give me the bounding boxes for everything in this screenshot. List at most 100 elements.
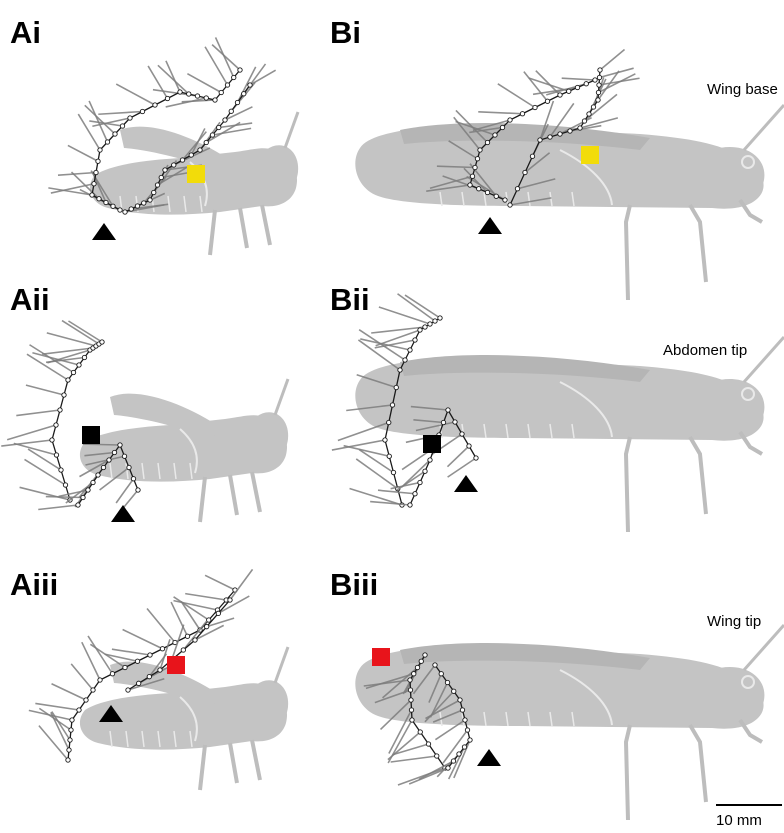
trajectory-point <box>410 718 414 722</box>
antenna <box>744 105 784 150</box>
force-vector <box>85 105 115 134</box>
force-vector <box>47 333 96 346</box>
trajectory-point <box>423 653 427 657</box>
reference-triangle <box>477 749 501 766</box>
trajectory-point <box>165 96 169 100</box>
force-vector <box>600 68 634 77</box>
trajectory-point <box>112 450 116 454</box>
trajectory-point <box>198 148 202 152</box>
trajectory-point <box>126 688 130 692</box>
trajectory-point <box>398 368 402 372</box>
trajectory-point <box>418 730 422 734</box>
trajectory-point <box>96 159 100 163</box>
trajectory-point <box>100 340 104 344</box>
trajectory-point <box>446 408 450 412</box>
trajectory-point <box>136 681 140 685</box>
trajectory-point <box>418 480 422 484</box>
trajectory-point <box>242 92 246 96</box>
trajectory-point <box>435 754 439 758</box>
trajectory-point <box>84 698 88 702</box>
trajectory-point <box>91 480 95 484</box>
leg <box>200 745 205 790</box>
trajectory-point <box>216 611 220 615</box>
grasshopper-body <box>90 112 298 255</box>
trajectory-point <box>67 748 71 752</box>
head <box>712 667 764 720</box>
head <box>712 379 764 432</box>
force-vector <box>173 601 217 610</box>
trajectory-point <box>468 183 472 187</box>
force-vector <box>398 294 435 321</box>
leg <box>230 475 237 515</box>
landmark-square-black <box>423 435 441 453</box>
trajectory-point <box>587 112 591 116</box>
trajectory-point <box>187 92 191 96</box>
panel-label-aii: Aii <box>10 282 50 317</box>
trajectory-point <box>118 443 122 447</box>
trajectory-point <box>58 408 62 412</box>
force-vector <box>562 78 595 80</box>
leg <box>230 743 237 783</box>
trajectory-point <box>494 194 498 198</box>
trajectory-point <box>503 198 507 202</box>
trajectory-point <box>558 93 562 97</box>
row-label-abdomen-tip: Abdomen tip <box>663 342 747 359</box>
trajectory-point <box>493 133 497 137</box>
force-vector <box>112 649 150 655</box>
trajectory-point <box>77 708 81 712</box>
head <box>712 147 764 200</box>
trajectory-point <box>446 766 450 770</box>
hind-leg <box>626 437 630 532</box>
antenna <box>285 112 298 148</box>
trajectory-point <box>533 105 537 109</box>
trajectory-point <box>135 659 139 663</box>
trajectory-point <box>178 90 182 94</box>
trajectory-point <box>433 663 437 667</box>
scale-bar-label: 10 mm <box>716 812 762 829</box>
trajectory-point <box>248 83 252 87</box>
leg <box>262 205 270 245</box>
force-vector <box>371 327 425 333</box>
trajectory-point <box>438 316 442 320</box>
trajectory-point <box>123 210 127 214</box>
grasshopper-body <box>355 625 784 820</box>
reference-triangle <box>478 217 502 234</box>
trajectory-point <box>71 370 75 374</box>
force-vector <box>182 100 215 102</box>
trajectory-point <box>596 98 600 102</box>
trajectory-point <box>135 204 139 208</box>
leg <box>200 477 205 522</box>
reference-triangle <box>111 505 135 522</box>
trajectory-point <box>391 470 395 474</box>
trajectory-point <box>500 125 504 129</box>
force-vector <box>409 768 448 784</box>
antenna <box>275 647 288 683</box>
trajectory-point <box>136 488 140 492</box>
trajectory-point <box>131 477 135 481</box>
middle-leg <box>690 205 706 282</box>
trajectory-point <box>474 456 478 460</box>
leg <box>210 210 215 255</box>
landmark-square-red <box>372 648 390 666</box>
trajectory-point <box>204 624 208 628</box>
force-vector <box>26 385 64 395</box>
trajectory-point <box>418 328 422 332</box>
trajectory-point <box>91 688 95 692</box>
force-vector <box>498 84 535 108</box>
trajectory-point <box>413 492 417 496</box>
trajectory-point <box>458 698 462 702</box>
trajectory-point <box>62 393 66 397</box>
trajectory-point <box>204 96 208 100</box>
trajectory-point <box>428 322 432 326</box>
trajectory-point <box>439 672 443 676</box>
leg <box>252 472 260 512</box>
trajectory-point <box>598 68 602 72</box>
landmark-square-black <box>82 426 100 444</box>
trajectory-point <box>530 154 534 158</box>
trajectory-point <box>591 105 595 109</box>
force-vector <box>147 608 175 642</box>
trajectory-point <box>54 423 58 427</box>
trajectory-point <box>92 182 96 186</box>
panel-label-bi: Bi <box>330 15 361 50</box>
